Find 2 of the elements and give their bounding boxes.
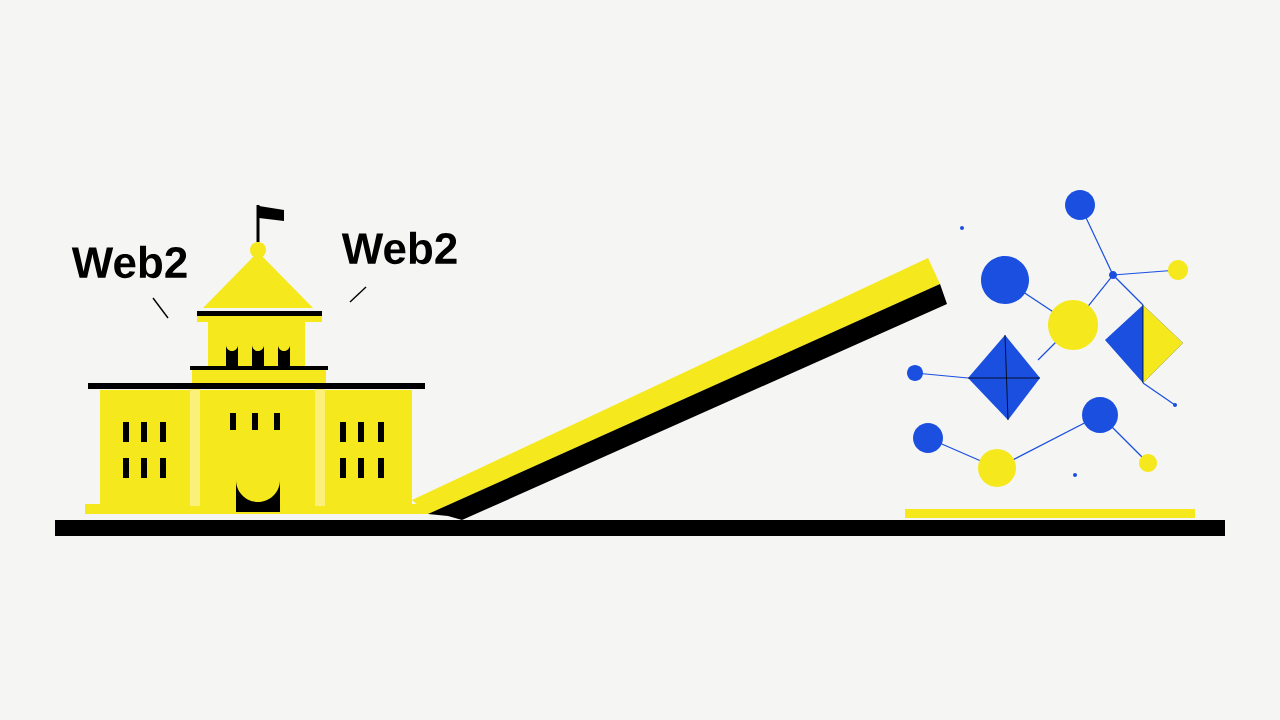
label: Web2 <box>71 245 187 279</box>
label: Web2 <box>341 231 457 265</box>
